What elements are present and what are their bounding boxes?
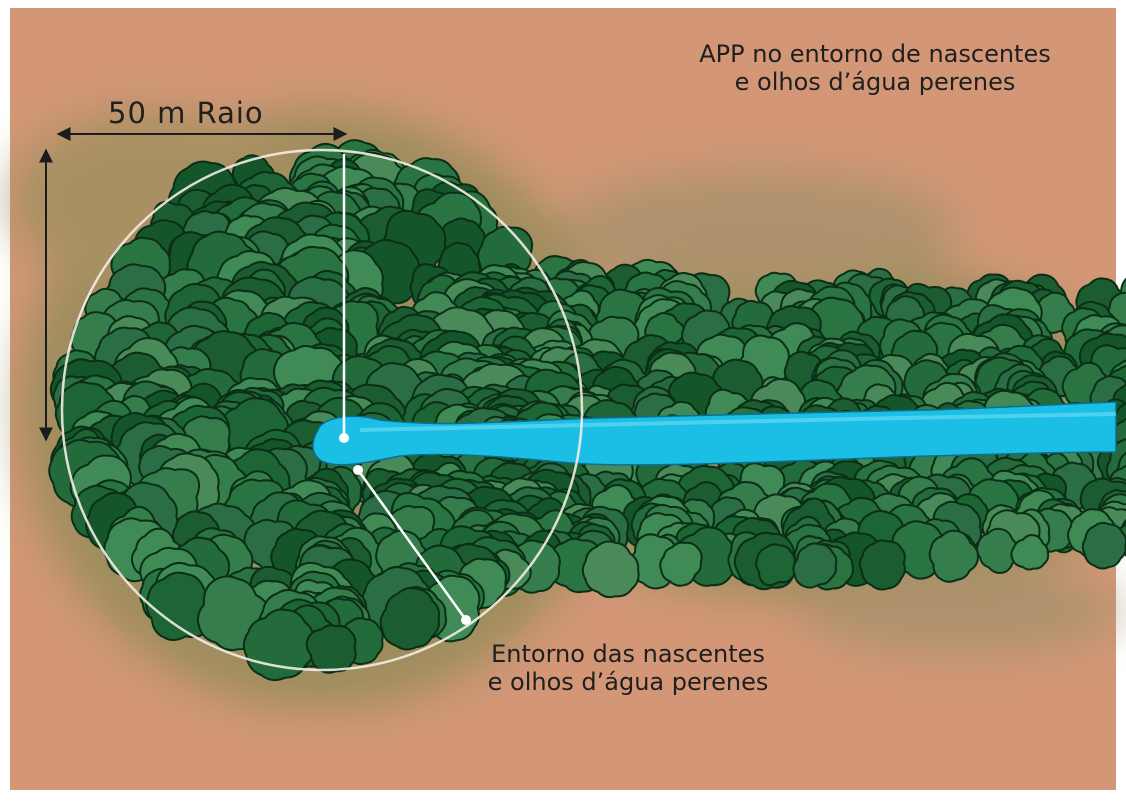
spring-point <box>339 433 349 443</box>
callout-point-start <box>353 465 363 475</box>
tree-crown <box>792 542 838 589</box>
diagram-title-line-1: APP no entorno de nascentes <box>699 40 1051 68</box>
tree-crown <box>755 543 796 587</box>
tree-crown <box>1081 521 1126 570</box>
tree-crown <box>379 587 441 651</box>
callout-point-end <box>461 615 471 625</box>
diagram-title: APP no entorno de nascentes e olhos d’ág… <box>640 40 1110 97</box>
spring-and-stream <box>312 401 1117 466</box>
callout-line-2: e olhos d’água perenes <box>487 668 769 697</box>
callout-line-1: Entorno das nascentes <box>491 640 765 668</box>
tree-crown <box>305 624 357 674</box>
spring-surroundings-callout: Entorno das nascentes e olhos d’água per… <box>468 640 788 697</box>
tree-crown <box>659 541 703 587</box>
callout-leader-line <box>356 469 468 621</box>
tree-crown <box>928 529 979 583</box>
dimension-arrows <box>39 127 348 442</box>
tree-crown <box>858 539 906 591</box>
tree-crown <box>1010 534 1050 571</box>
diagram-title-line-2: e olhos d’água perenes <box>734 68 1016 97</box>
radius-indicator <box>60 148 584 672</box>
tree-crown <box>145 571 214 642</box>
tree-crown <box>581 540 640 599</box>
radius-label: 50 m Raio <box>108 96 264 130</box>
app-radius-circle <box>60 148 584 672</box>
